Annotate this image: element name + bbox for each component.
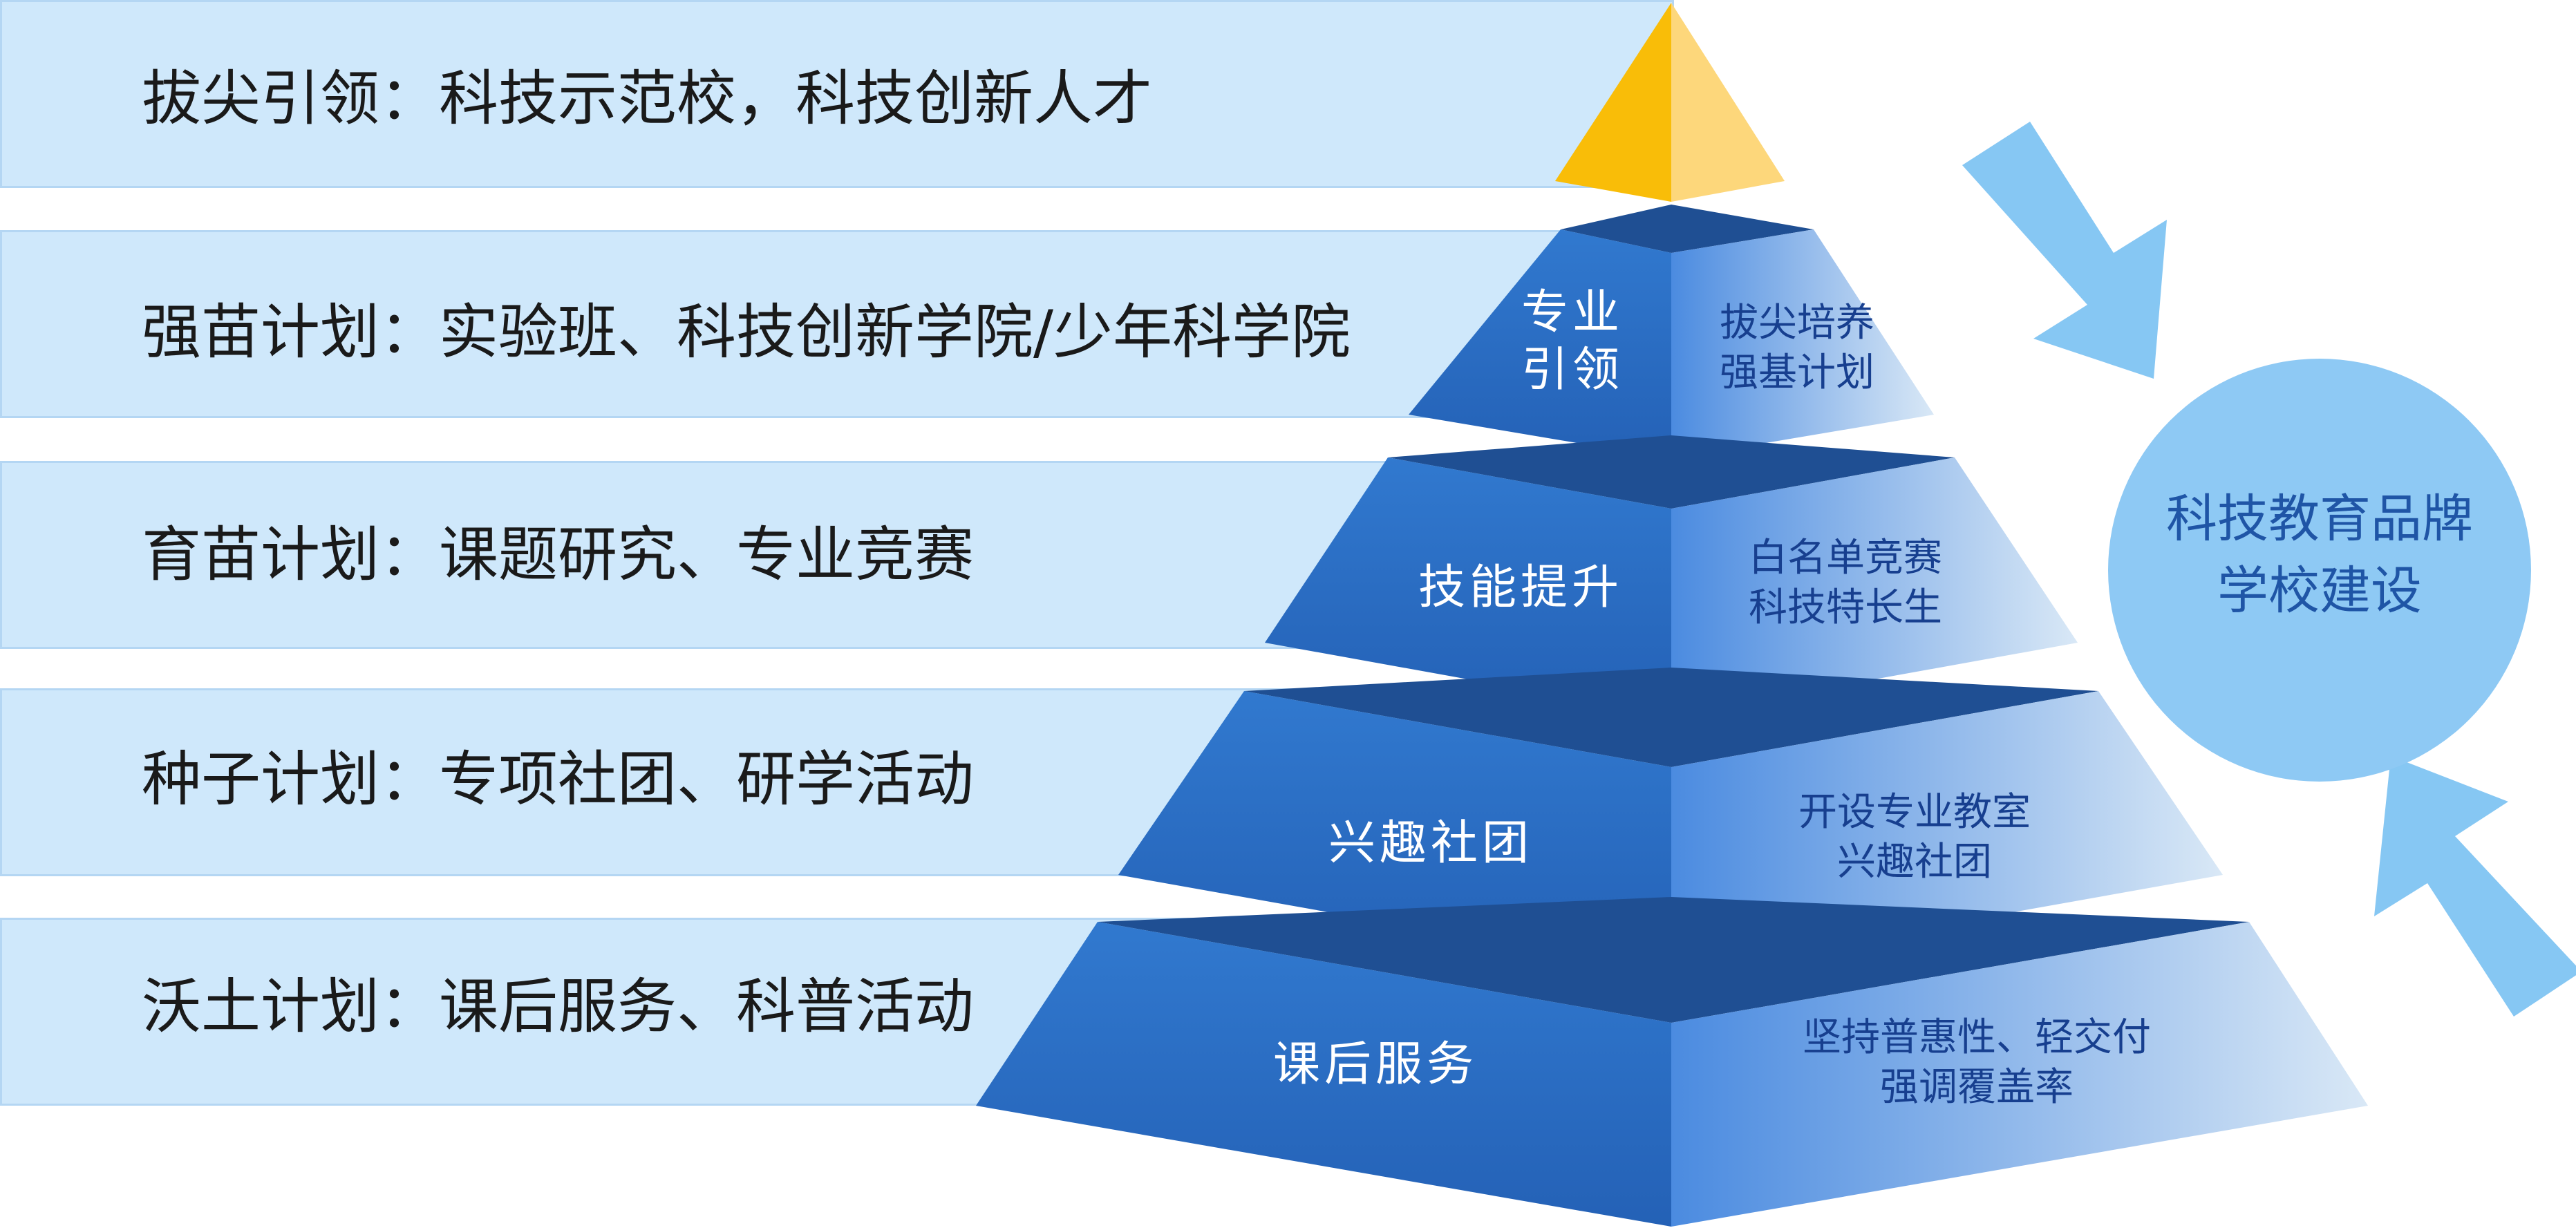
- brand-circle-line-1: 科技教育品牌: [2166, 489, 2473, 549]
- tier-3-front-line-1: 兴趣社团: [1328, 816, 1533, 871]
- tier-4-front-line-1: 课后服务: [1272, 1037, 1478, 1092]
- brand-circle-label: 科技教育品牌 学校建设: [2112, 484, 2527, 627]
- tier-2-side-label: 白名单竞赛 科技特长生: [1714, 533, 1977, 632]
- arrow-up-left-icon: [2374, 756, 2576, 1017]
- tier-3-side-line-2: 兴趣社团: [1837, 839, 1992, 885]
- tier-1-side: [1671, 229, 1934, 459]
- tier-4-side-label: 坚持普惠性、轻交付 强调覆盖率: [1783, 1013, 2170, 1112]
- tier-3-side: [1671, 691, 2223, 973]
- apex-right-face: [1671, 3, 1785, 202]
- tier-4-side-line-1: 坚持普惠性、轻交付: [1803, 1015, 2151, 1060]
- apex-left-face: [1555, 3, 1671, 202]
- band-label-4: 种子计划：专项社团、研学活动: [142, 745, 974, 814]
- tier-2-side-line-1: 白名单竞赛: [1749, 536, 1942, 580]
- tier-1-top: [1561, 205, 1814, 253]
- tier-3-front: [1118, 691, 1671, 973]
- tier-4-front-label: 课后服务: [1258, 1037, 1493, 1094]
- band-1: [0, 0, 1674, 188]
- arrow-down-right-icon: [1962, 122, 2167, 379]
- tier-2-side: [1671, 457, 2078, 716]
- tier-3-front-label: 兴趣社团: [1313, 815, 1548, 873]
- brand-circle: [2108, 359, 2531, 782]
- band-label-3: 育苗计划：课题研究、专业竞赛: [142, 520, 974, 589]
- tier-1-front-label: 专业 引领: [1521, 285, 1624, 399]
- tier-2-side-line-2: 科技特长生: [1749, 585, 1942, 630]
- band-label-2: 强苗计划：实验班、科技创新学院/少年科学院: [142, 298, 1351, 367]
- tier-1-front-line-2: 引领: [1521, 342, 1624, 397]
- tier-4-top: [1098, 897, 2249, 1023]
- tier-4-side-line-2: 强调覆盖率: [1880, 1064, 2074, 1110]
- tier-4-front: [976, 922, 1671, 1227]
- band-label-1: 拔尖引领：科技示范校，科技创新人才: [142, 64, 1152, 133]
- tier-1-side-line-2: 强基计划: [1720, 350, 1874, 395]
- tier-3-side-label: 开设专业教室 兴趣社团: [1769, 788, 2060, 887]
- tier-1-front-line-1: 专业: [1521, 285, 1624, 340]
- tier-2-top: [1388, 435, 1955, 509]
- band-label-5: 沃土计划：课后服务、科普活动: [142, 972, 974, 1041]
- tier-2-front-label: 技能提升: [1403, 560, 1638, 617]
- tier-3-top: [1244, 668, 2098, 767]
- brand-circle-line-2: 学校建设: [2217, 560, 2422, 621]
- band-2: [0, 230, 1674, 418]
- tier-1-front: [1409, 229, 1671, 459]
- tier-4-side: [1671, 922, 2368, 1227]
- tier-2-front: [1265, 457, 1671, 716]
- tier-1-side-label: 拔尖培养 强基计划: [1693, 299, 1901, 397]
- tier-2-front-line-1: 技能提升: [1418, 560, 1623, 615]
- tier-3-side-line-1: 开设专业教室: [1798, 790, 2031, 835]
- tier-1-side-line-1: 拔尖培养: [1720, 301, 1874, 346]
